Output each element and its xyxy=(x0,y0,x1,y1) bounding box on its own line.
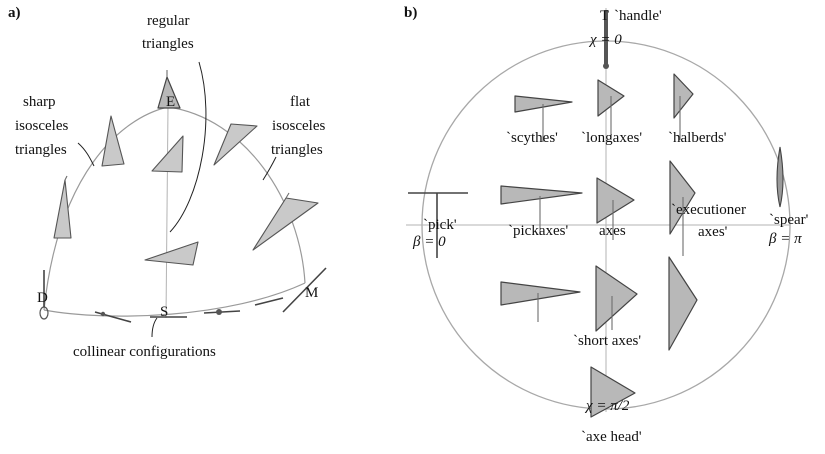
triangle-sharp-1 xyxy=(101,115,125,167)
label-executioner: `executioner xyxy=(671,202,746,218)
triangle-flat-2 xyxy=(252,197,319,251)
label-sharp-2: isosceles xyxy=(15,118,68,134)
label-regular-2: triangles xyxy=(142,36,194,52)
arc-d-m xyxy=(43,282,306,317)
vertex-e: E xyxy=(166,94,175,110)
leader-flat xyxy=(262,156,277,181)
label-beta-pi: β = π xyxy=(768,231,802,247)
collinear-1-dot xyxy=(100,311,106,317)
triangle-center xyxy=(144,241,199,266)
axe-shape xyxy=(596,177,635,224)
triangle-sharp-2 xyxy=(53,179,72,239)
label-sharp-3: triangles xyxy=(15,142,67,158)
label-executioner-2: axes' xyxy=(698,224,728,240)
leader-collinear xyxy=(151,317,158,338)
panel-a-tag: a) xyxy=(8,5,21,21)
arc-e-d xyxy=(43,106,169,311)
label-flat-1: flat xyxy=(290,94,311,110)
label-scythes: `scythes' xyxy=(506,130,558,146)
short-axe-2-shape xyxy=(595,265,638,332)
vertex-s: S xyxy=(160,304,168,320)
arc-e-m xyxy=(167,106,306,284)
label-pickaxes: `pickaxes' xyxy=(508,223,568,239)
pickaxe-shape xyxy=(500,185,583,205)
collinear-1 xyxy=(94,311,132,323)
label-axe-head: `axe head' xyxy=(581,429,642,445)
vertex-d: D xyxy=(37,290,48,306)
label-pick: `pick' xyxy=(423,217,457,233)
collinear-m xyxy=(282,267,327,313)
label-handle: `handle' xyxy=(614,8,662,24)
label-longaxes: `longaxes' xyxy=(581,130,642,146)
leader-sharp xyxy=(77,142,95,167)
label-collinear: collinear configurations xyxy=(73,344,216,360)
label-axes: axes xyxy=(599,223,626,239)
panel-b: b) T `handle' χ = 0 xyxy=(404,5,809,445)
label-sharp-1: sharp xyxy=(23,94,56,110)
triangle-e xyxy=(157,76,181,109)
triangle-flat-2-ray xyxy=(285,192,290,199)
label-flat-2: isosceles xyxy=(272,118,325,134)
label-handle-t: T xyxy=(600,8,609,24)
label-chi-0: χ = 0 xyxy=(588,32,622,48)
label-flat-3: triangles xyxy=(271,142,323,158)
panel-a: a) regular triangles sharp isosceles xyxy=(8,5,327,360)
axis-e-s xyxy=(165,106,169,319)
axe-head-shape xyxy=(590,366,636,418)
collinear-3-dot xyxy=(216,309,222,315)
label-chi-pi2: χ = π/2 xyxy=(584,398,630,414)
triangle-regular xyxy=(151,135,184,173)
label-halberds: `halberds' xyxy=(668,130,727,146)
halberd-shape xyxy=(673,73,694,119)
collinear-4 xyxy=(254,297,284,306)
triangle-sharp-2-ray xyxy=(64,175,68,181)
handle-dot xyxy=(603,63,609,69)
triangle-flat-1 xyxy=(213,123,258,166)
short-axe-1-shape xyxy=(500,281,581,306)
panel-b-tag: b) xyxy=(404,5,417,21)
label-beta-0: β = 0 xyxy=(412,234,446,250)
label-short-axes: `short axes' xyxy=(573,333,641,349)
label-regular-1: regular xyxy=(147,13,189,29)
short-axe-3-shape xyxy=(668,256,698,351)
leader-regular xyxy=(169,61,207,233)
vertex-m: M xyxy=(305,285,318,301)
spear-shape xyxy=(776,146,784,208)
label-spear: `spear' xyxy=(769,212,809,228)
